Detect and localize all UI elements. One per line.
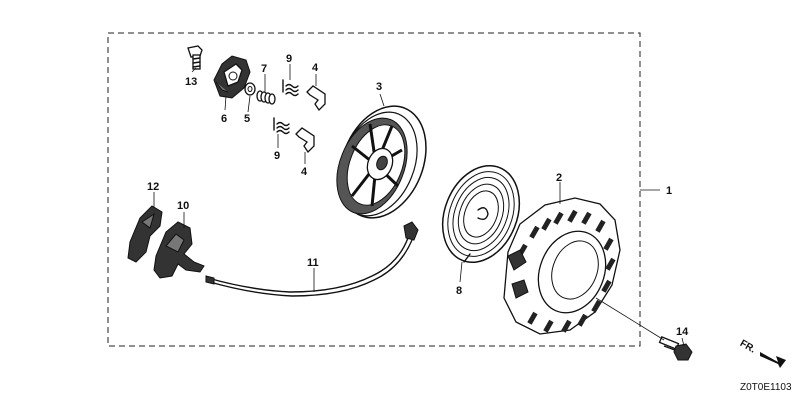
part-7-spring[interactable] (256, 90, 276, 105)
callout-13: 13 (185, 76, 197, 88)
callout-12: 12 (147, 181, 159, 193)
callout-2: 2 (556, 172, 562, 184)
callout-14: 14 (676, 326, 689, 338)
callout-3: 3 (376, 81, 382, 93)
figure-code: Z0T0E1103 (740, 382, 792, 393)
callout-11: 11 (307, 257, 319, 269)
front-arrow-icon (760, 352, 786, 368)
part-2-recoil-case[interactable] (503, 197, 621, 335)
assembly-boundary (107, 32, 641, 347)
leader-lines (153, 64, 685, 347)
callout-9-lower: 9 (274, 150, 280, 162)
part-6-ratchet[interactable] (213, 55, 251, 99)
callout-4-lower: 4 (301, 166, 308, 178)
front-label: FR. (738, 338, 758, 356)
part-13-bolt[interactable] (187, 45, 203, 70)
part-5-washer[interactable] (244, 82, 256, 96)
callout-7: 7 (261, 63, 267, 75)
callout-5: 5 (244, 113, 250, 125)
part-4-pawl-lower[interactable] (295, 127, 315, 154)
part-8-recoil-spring[interactable] (429, 154, 533, 274)
callout-8: 8 (456, 285, 462, 297)
callout-9-upper: 9 (286, 53, 292, 65)
part-3-reel[interactable] (324, 93, 442, 231)
part-12-starter-grip[interactable] (127, 205, 163, 263)
part-11-rope[interactable] (205, 221, 419, 297)
part-9-spring-lower[interactable] (273, 117, 290, 135)
front-direction-marker: FR. (738, 338, 786, 368)
part-9-spring-upper[interactable] (282, 79, 299, 97)
part-14-bolt[interactable] (658, 336, 693, 361)
part-10-starter-handle[interactable] (153, 221, 205, 279)
callout-1: 1 (666, 185, 672, 197)
callout-6: 6 (221, 113, 227, 125)
callout-4-upper: 4 (312, 62, 319, 74)
part-4-pawl-upper[interactable] (306, 85, 326, 112)
callout-10: 10 (177, 200, 189, 212)
